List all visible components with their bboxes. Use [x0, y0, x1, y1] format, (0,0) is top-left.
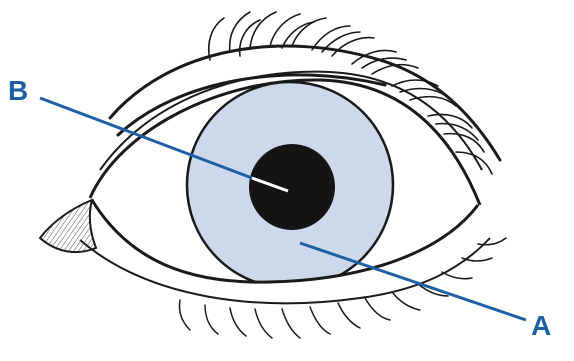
label-a: A [531, 312, 551, 340]
tear-duct [40, 200, 96, 252]
label-b: B [8, 77, 28, 105]
pupil [249, 144, 335, 230]
